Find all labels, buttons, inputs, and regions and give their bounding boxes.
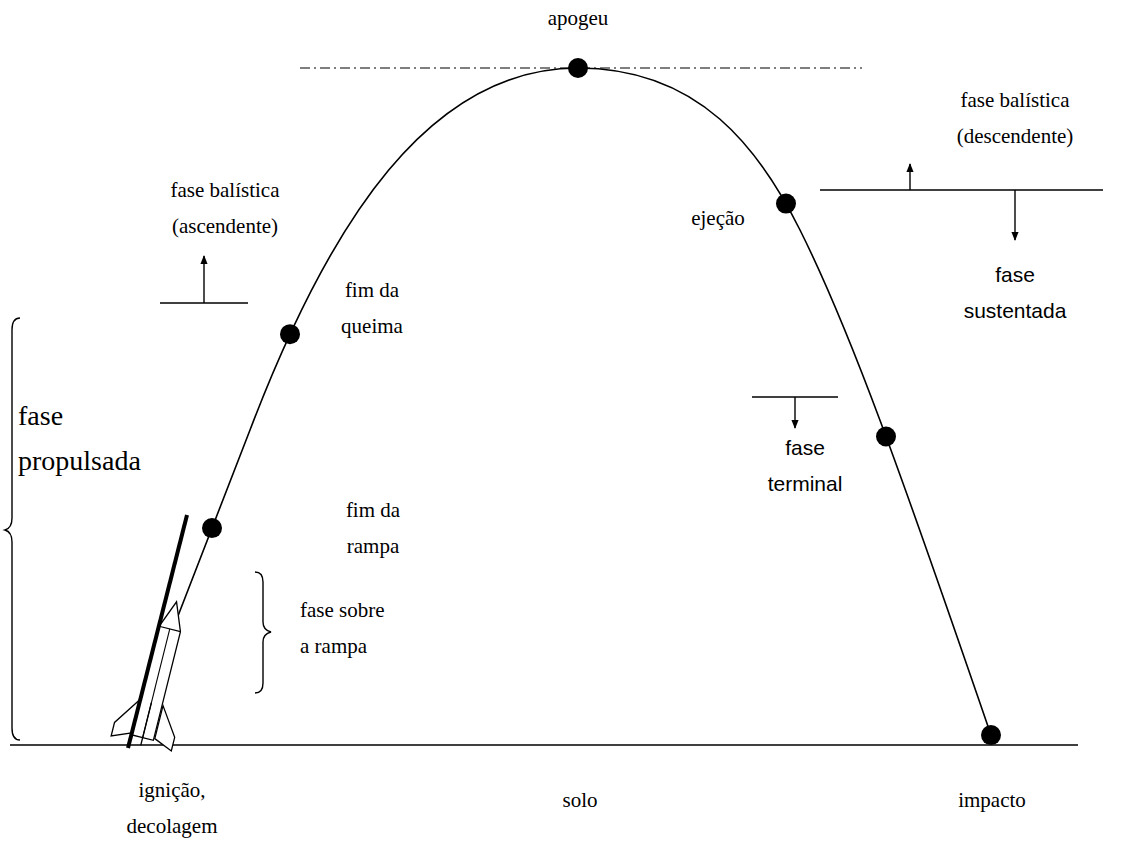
ground-label: solo bbox=[562, 782, 597, 818]
point-label: fim da queima bbox=[337, 272, 407, 344]
phase-arrow bbox=[794, 397, 795, 428]
phase-label: fase propulsada bbox=[18, 393, 168, 483]
launch-rail bbox=[128, 515, 187, 748]
rocket bbox=[111, 594, 207, 753]
trajectory-curve bbox=[128, 68, 992, 745]
point-label: impacto bbox=[958, 782, 1026, 818]
phase-arrow bbox=[203, 256, 204, 303]
phase-label: fase terminal bbox=[760, 430, 850, 502]
event-dot bbox=[776, 194, 796, 214]
phase-label: fase sustentada bbox=[958, 257, 1073, 329]
point-label: ejeção bbox=[691, 200, 745, 236]
brace bbox=[5, 318, 20, 740]
event-dot bbox=[876, 426, 896, 446]
point-label: fim da rampa bbox=[338, 492, 408, 564]
event-dot bbox=[202, 518, 222, 538]
event-dot bbox=[981, 725, 1001, 745]
event-dot bbox=[280, 324, 300, 344]
phase-label: fase sobre a rampa bbox=[300, 592, 392, 664]
phase-arrow bbox=[1014, 190, 1015, 240]
phase-label: fase balística (ascendente) bbox=[160, 172, 290, 244]
event-dot bbox=[568, 58, 588, 78]
point-label: apogeu bbox=[548, 0, 609, 36]
point-label: ignição, decolagem bbox=[112, 772, 232, 843]
phase-label: fase balística (descendente) bbox=[950, 82, 1080, 154]
phase-arrow bbox=[909, 164, 910, 190]
brace bbox=[255, 572, 271, 693]
phase-boundary bbox=[820, 189, 1103, 190]
